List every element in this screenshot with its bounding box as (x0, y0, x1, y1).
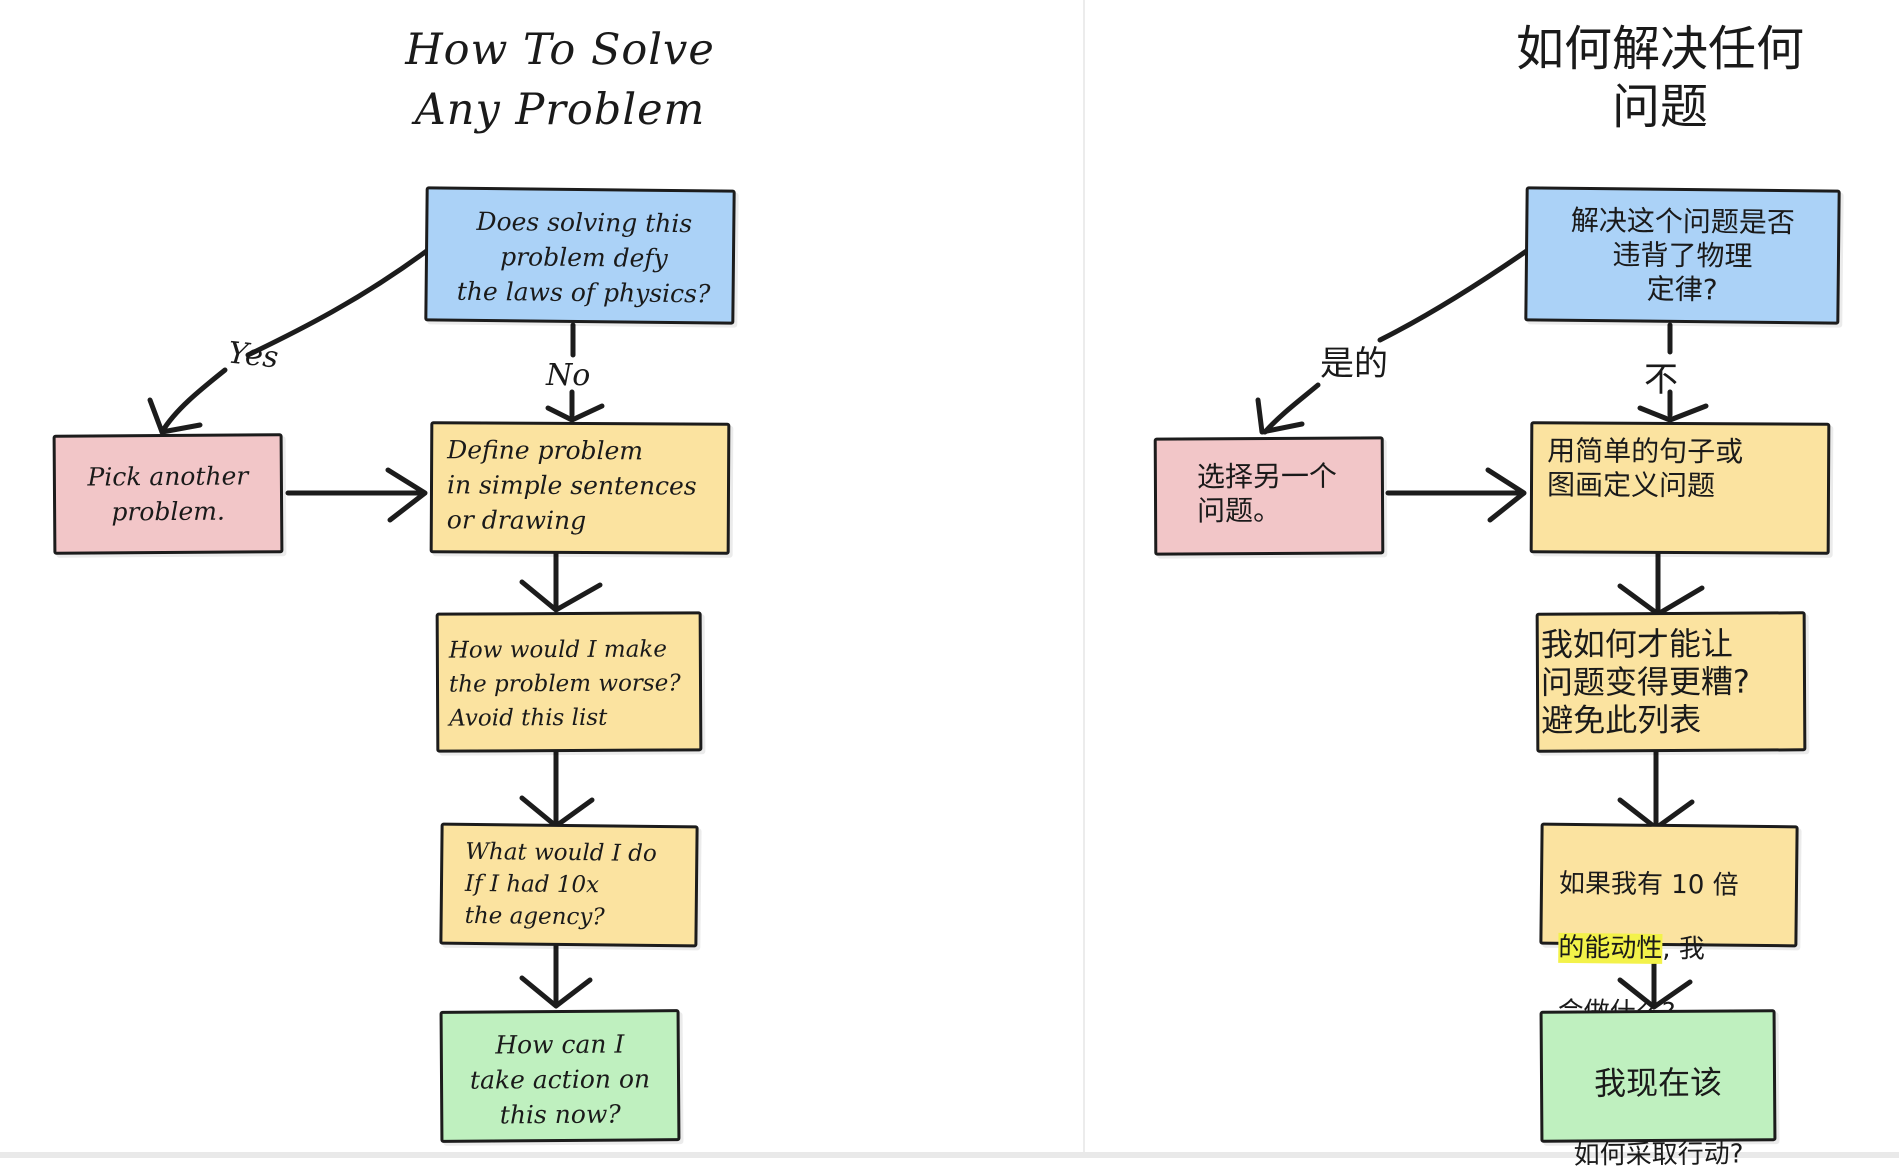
en-arrow-define-worse-head (519, 579, 603, 613)
en-box-action-now: How can I take action on this now? (439, 1009, 681, 1143)
english-title: How To Solve Any Problem (405, 25, 715, 135)
zh-yes-label: 是的 (1320, 344, 1388, 384)
en-arrow-no (569, 322, 576, 418)
en-box-agency: What would I do If I had 10x the agency? (439, 822, 699, 948)
zh-arrow-define-worse-head (1617, 583, 1705, 617)
en-yes-label: Yes (226, 335, 281, 376)
zh-agency-line1: 如果我有 10 倍 (1558, 868, 1739, 901)
zh-action-now-text: 我现在该 如何采取行动? (1543, 1028, 1774, 1174)
zh-box-physics-question: 解决这个问题是否 违背了物理 定律? (1524, 186, 1841, 325)
zh-agency-highlight: 的能动性 (1558, 932, 1663, 964)
en-box-make-worse: How would I make the problem worse? Avoi… (435, 611, 703, 753)
zh-define-problem-text: 用简单的句子或 图画定义问题 (1546, 434, 1744, 503)
en-arrow-agency-action-head (519, 975, 593, 1009)
zh-make-worse-text: 我如何才能让 问题变得更糟? 避免此列表 (1540, 624, 1751, 740)
zh-box-action-now: 我现在该 如何采取行动? (1539, 1009, 1777, 1171)
en-physics-question-text: Does solving this problem defy the laws … (456, 206, 711, 309)
zh-box-make-worse: 我如何才能让 问题变得更糟? 避免此列表 (1535, 611, 1807, 753)
zh-action-line1: 我现在该 (1593, 1063, 1723, 1103)
zh-arrow-yes (1262, 247, 1531, 435)
chinese-title: 如何解决任何 问题 (1515, 21, 1804, 135)
en-box-pick-another: Pick another problem. (52, 433, 284, 555)
en-make-worse-text: How would I make the problem worse? Avoi… (448, 636, 681, 732)
en-arrow-yes-head (147, 397, 203, 435)
en-agency-text: What would I do If I had 10x the agency? (464, 838, 657, 931)
zh-box-agency: 如果我有 10 倍 的能动性, 我 会做什么? (1539, 822, 1799, 1028)
zh-physics-question-text: 解决这个问题是否 违背了物理 定律? (1570, 203, 1796, 307)
zh-no-label: 不 (1644, 360, 1678, 400)
en-no-label: No (546, 358, 591, 393)
zh-arrow-pick-define-head (1485, 467, 1527, 523)
en-arrow-pick-define-head (385, 467, 428, 523)
en-pick-another-text: Pick another problem. (87, 461, 249, 527)
en-box-define-problem: Define problem in simple sentences or dr… (429, 421, 731, 555)
zh-arrow-yes-head (1255, 397, 1305, 435)
en-action-now-text: How can I take action on this now? (469, 1029, 651, 1130)
en-define-problem-text: Define problem in simple sentences or dr… (446, 435, 697, 536)
zh-box-pick-another: 选择另一个 问题。 (1153, 436, 1385, 556)
panel-divider (1083, 0, 1085, 1152)
zh-arrow-agency-action-head (1617, 977, 1693, 1010)
zh-action-line2: 如何采取行动? (1573, 1139, 1744, 1171)
en-box-physics-question: Does solving this problem defy the laws … (424, 186, 736, 325)
en-arrow-yes (159, 247, 431, 435)
zh-agency-line2-rest: , 我 (1662, 933, 1706, 965)
en-arrow-no-head (545, 403, 605, 423)
zh-arrow-no-head (1637, 403, 1709, 423)
zh-agency-text: 如果我有 10 倍 的能动性, 我 会做什么? (1557, 836, 1795, 1030)
bottom-border (0, 1152, 1899, 1158)
zh-box-define-problem: 用简单的句子或 图画定义问题 (1529, 421, 1831, 555)
zh-pick-another-text: 选择另一个 问题。 (1196, 459, 1337, 528)
